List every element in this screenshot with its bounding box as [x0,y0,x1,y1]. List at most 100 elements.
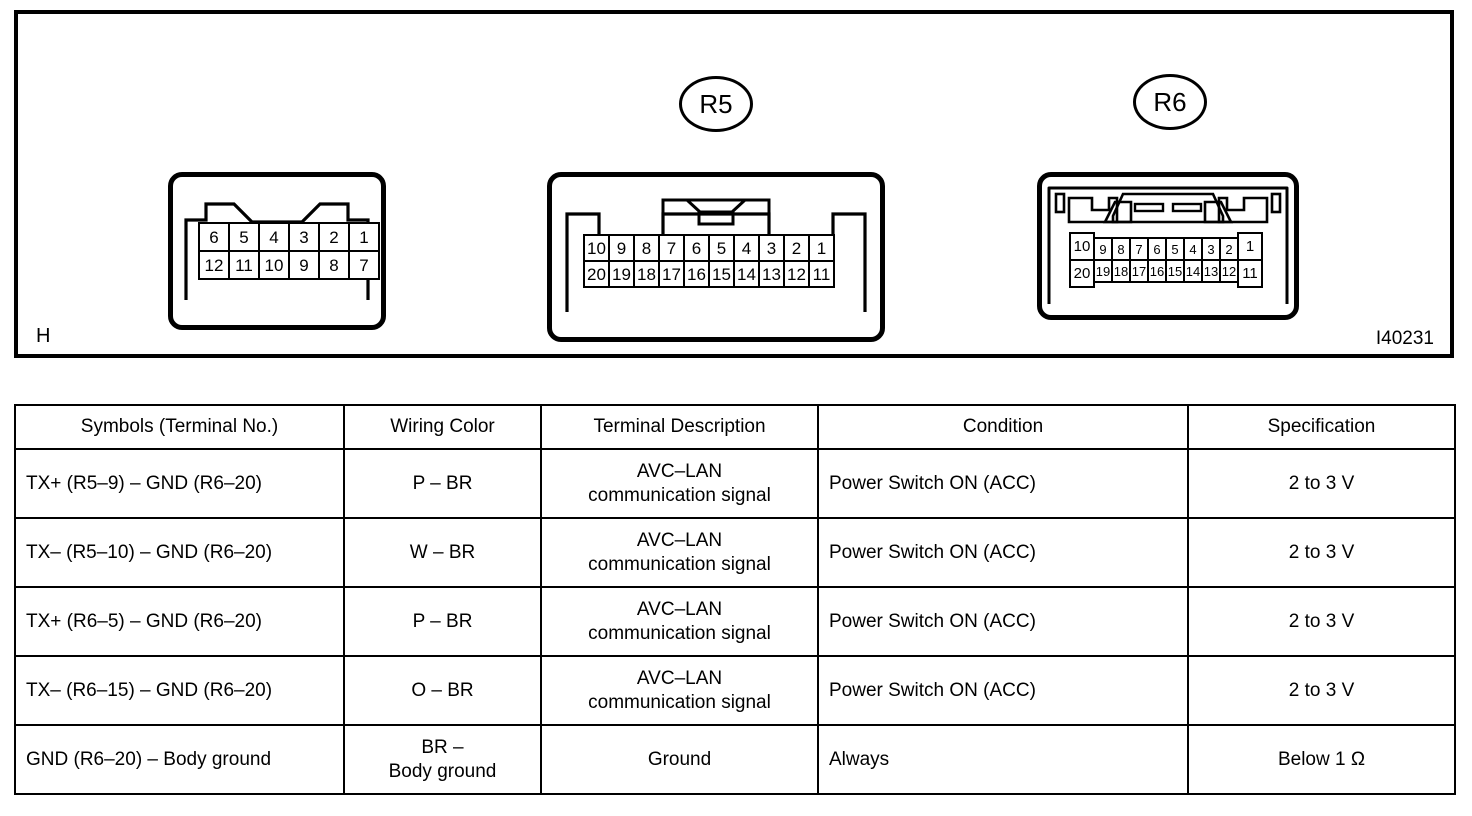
cell-symbols: TX+ (R6–5) – GND (R6–20) [14,586,345,657]
connector-r5-housing: 10 9 8 7 6 5 4 3 2 1 20 19 18 17 16 [547,172,885,342]
pin-cell: 5 [708,234,735,262]
pin-cell: 5 [228,222,260,252]
connector-r5-pin-row-bottom: 20 19 18 17 16 15 14 13 12 11 [583,260,835,288]
connector-r5-pin-grid: 10 9 8 7 6 5 4 3 2 1 20 19 18 17 16 [583,234,835,288]
table-header: Symbols (Terminal No.) Wiring Color Term… [14,404,1456,450]
pin-cell: 10 [583,234,610,262]
pin-cell: 11 [228,250,260,280]
pin-cell: 14 [733,260,760,288]
column-header-condition: Condition [817,404,1189,450]
pin-cell: 15 [1165,259,1185,283]
pin-cell: 4 [258,222,290,252]
figure-reference-code: I40231 [1375,328,1434,349]
cell-terminal-description: AVC–LAN communication signal [540,655,819,726]
pin-cell: 19 [608,260,635,288]
pin-cell: 13 [1201,259,1221,283]
cell-symbols: GND (R6–20) – Body ground [14,724,345,795]
pin-cell: 13 [758,260,785,288]
connector-label-r6-text: R6 [1153,86,1187,117]
connector-label-r5: R5 [679,76,753,132]
pin-cell: 16 [1147,259,1167,283]
cell-wiring-color: P – BR [343,448,542,519]
connector-label-r6: R6 [1133,74,1207,130]
pin-cell: 17 [1129,259,1149,283]
pin-cell: 11 [1237,259,1263,288]
cell-wiring-color: BR – Body ground [343,724,542,795]
column-header-terminal-description: Terminal Description [540,404,819,450]
pin-cell: 2 [318,222,350,252]
pin-cell: 16 [683,260,710,288]
pin-column: 3 13 [1201,237,1221,283]
pin-cell: 12 [783,260,810,288]
pin-column: 6 16 [1147,237,1167,283]
cell-specification: 2 to 3 V [1187,586,1456,657]
pin-column: 9 19 [1093,237,1113,283]
table-row: TX+ (R5–9) – GND (R6–20) P – BR AVC–LAN … [14,448,1456,519]
cell-symbols: TX– (R5–10) – GND (R6–20) [14,517,345,588]
pin-cell: 1 [808,234,835,262]
connector-h-pin-row-bottom: 12 11 10 9 8 7 [198,250,380,280]
cell-terminal-description: AVC–LAN communication signal [540,517,819,588]
connector-h-pin-grid: 6 5 4 3 2 1 12 11 10 9 8 7 [198,222,380,280]
pin-column: 10 20 [1069,232,1095,288]
pin-column: 5 15 [1165,237,1185,283]
pin-column: 7 17 [1129,237,1149,283]
pin-column: 4 14 [1183,237,1203,283]
pin-cell: 9 [1093,237,1113,261]
table-row: GND (R6–20) – Body ground BR – Body grou… [14,724,1456,795]
connector-h-pin-row-top: 6 5 4 3 2 1 [198,222,380,252]
connector-diagram-panel: R5 R6 6 5 4 3 2 1 12 [14,10,1454,358]
connector-h-housing: 6 5 4 3 2 1 12 11 10 9 8 7 [168,172,386,330]
pin-cell: 10 [258,250,290,280]
cell-specification: 2 to 3 V [1187,517,1456,588]
pin-cell: 10 [1069,232,1095,261]
table-header-row: Symbols (Terminal No.) Wiring Color Term… [14,404,1456,450]
connector-r5-pin-row-top: 10 9 8 7 6 5 4 3 2 1 [583,234,835,262]
pin-cell: 18 [1111,259,1131,283]
column-header-symbols: Symbols (Terminal No.) [14,404,345,450]
pin-cell: 4 [1183,237,1203,261]
terminal-specification-table: Symbols (Terminal No.) Wiring Color Term… [14,404,1456,795]
column-header-wiring-color: Wiring Color [343,404,542,450]
pin-cell: 15 [708,260,735,288]
pin-cell: 2 [1219,237,1239,261]
pin-cell: 8 [633,234,660,262]
pin-cell: 18 [633,260,660,288]
pin-cell: 8 [1111,237,1131,261]
pin-cell: 5 [1165,237,1185,261]
pin-cell: 3 [288,222,320,252]
pin-cell: 8 [318,250,350,280]
cell-condition: Power Switch ON (ACC) [817,517,1189,588]
cell-terminal-description: AVC–LAN communication signal [540,586,819,657]
pin-cell: 3 [758,234,785,262]
pin-cell: 6 [683,234,710,262]
pin-cell: 17 [658,260,685,288]
cell-terminal-description: AVC–LAN communication signal [540,448,819,519]
cell-wiring-color: P – BR [343,586,542,657]
cell-symbols: TX– (R6–15) – GND (R6–20) [14,655,345,726]
pin-column: 2 12 [1219,237,1239,283]
pin-cell: 6 [198,222,230,252]
cell-wiring-color: O – BR [343,655,542,726]
pin-cell: 14 [1183,259,1203,283]
column-header-specification: Specification [1187,404,1456,450]
cell-specification: 2 to 3 V [1187,448,1456,519]
connector-r6-housing: 10 20 9 19 8 18 7 17 6 16 [1037,172,1299,320]
pin-cell: 1 [1237,232,1263,261]
table-row: TX– (R6–15) – GND (R6–20) O – BR AVC–LAN… [14,655,1456,726]
cell-specification: 2 to 3 V [1187,655,1456,726]
connector-label-r5-text: R5 [699,88,733,119]
pin-cell: 4 [733,234,760,262]
pin-column: 1 11 [1237,232,1263,288]
pin-cell: 11 [808,260,835,288]
pin-cell: 3 [1201,237,1221,261]
pin-cell: 2 [783,234,810,262]
table-row: TX+ (R6–5) – GND (R6–20) P – BR AVC–LAN … [14,586,1456,657]
cell-wiring-color: W – BR [343,517,542,588]
cell-terminal-description: Ground [540,724,819,795]
cell-condition: Power Switch ON (ACC) [817,448,1189,519]
connector-r6-pin-grid: 10 20 9 19 8 18 7 17 6 16 [1069,232,1263,288]
pin-cell: 7 [1129,237,1149,261]
pin-cell: 20 [583,260,610,288]
pin-cell: 7 [658,234,685,262]
